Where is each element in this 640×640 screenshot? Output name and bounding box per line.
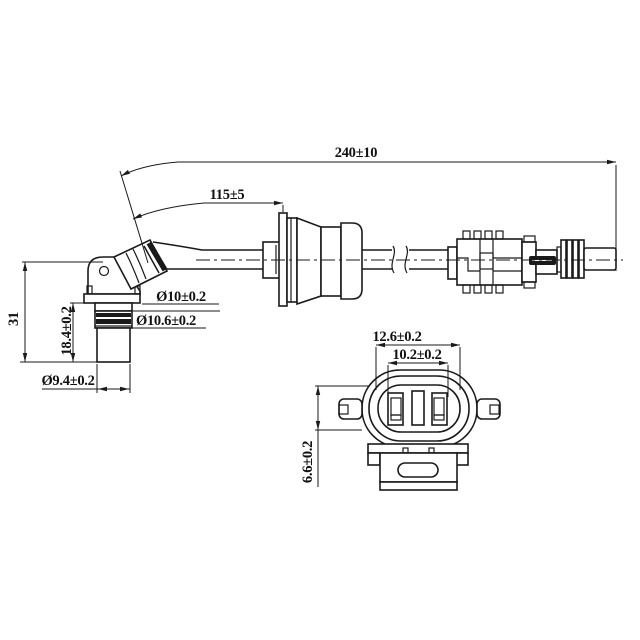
dim-barrel-diameter-label: Ø9.4±0.2	[41, 373, 94, 389]
right-terminal-slot	[431, 392, 448, 426]
cable-left	[152, 241, 263, 270]
dim-sensor-lower-height-label: 18.4±0.2	[59, 306, 75, 355]
end-cap	[583, 247, 617, 271]
left-terminal-slot	[387, 392, 404, 426]
dim-sensor-height-label: 31	[6, 312, 22, 326]
grommet-cap	[340, 222, 363, 300]
oring-band	[96, 319, 131, 324]
dim-sensor-to-grommet-label: 115±5	[210, 187, 245, 203]
connector-side	[447, 230, 617, 294]
oring-band	[96, 313, 131, 317]
sensor-barrel	[96, 327, 131, 363]
dim-sensor-height: 31	[6, 261, 103, 363]
strain-collar	[447, 246, 458, 280]
cable-right	[362, 245, 448, 274]
side-view	[83, 212, 623, 363]
break-symbol	[391, 245, 396, 274]
right-ear	[476, 398, 501, 420]
latch	[457, 257, 480, 272]
dim-overall-length-label: 240±10	[335, 145, 377, 161]
dim-connector-inner-width-label: 10.2±0.2	[392, 347, 441, 363]
sensor-flange	[83, 293, 141, 304]
dim-connector-outer-width-label: 12.6±0.2	[372, 329, 421, 345]
face-dimensions: 12.6±0.2 10.2±0.2 6.6±0.2	[300, 329, 461, 487]
sensor-head	[83, 238, 169, 363]
dim-barrel-diameter: Ø9.4±0.2	[41, 364, 131, 393]
dim-overall-length: 240±10	[120, 145, 617, 271]
seal-rib	[572, 239, 579, 279]
face-band	[367, 443, 469, 454]
base-slot	[397, 462, 439, 478]
dim-connector-opening-height: 6.6±0.2	[300, 385, 370, 487]
dim-flange-diameter: Ø10±0.2	[133, 289, 220, 312]
sensor-neck	[94, 302, 133, 312]
dim-flange-diameter-label: Ø10±0.2	[156, 289, 206, 305]
pivot-hole	[98, 265, 110, 277]
side-dimensions: 240±10 115±5 31 18.4±0.2 Ø9.	[6, 145, 617, 393]
dim-connector-outer-width: 12.6±0.2	[372, 329, 461, 390]
break-symbol	[404, 245, 409, 274]
seal-rib	[560, 239, 567, 279]
dim-oring-diameter-label: Ø10.6±0.2	[136, 313, 196, 329]
center-key	[411, 390, 425, 426]
connector-face-view	[338, 369, 501, 491]
dim-sensor-to-grommet: 115±5	[132, 187, 284, 220]
dim-connector-opening-height-label: 6.6±0.2	[300, 441, 316, 483]
dim-sensor-lower-height: 18.4±0.2	[59, 302, 95, 362]
grommet	[262, 212, 363, 307]
dim-oring-diameter: Ø10.6±0.2	[130, 313, 206, 329]
cable-boot	[112, 238, 169, 291]
grommet-cone	[296, 216, 322, 306]
connector-body	[456, 238, 523, 286]
seal-rib	[566, 239, 573, 279]
dim-connector-inner-width: 10.2±0.2	[387, 347, 449, 397]
left-ear	[338, 398, 363, 420]
